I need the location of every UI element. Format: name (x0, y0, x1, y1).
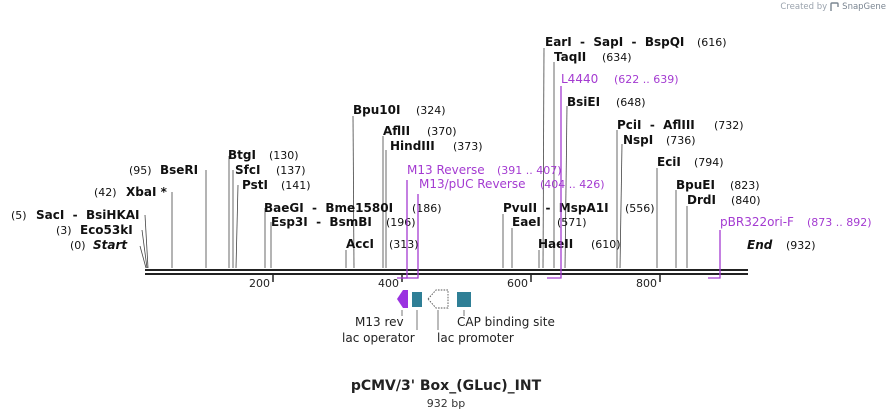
features: M13 rev lac operator lac promoter CAP bi… (342, 289, 555, 345)
site-name: End (747, 238, 773, 252)
site-pos: (95) (129, 164, 152, 177)
scale-ticks: 200 400 600 800 (249, 275, 661, 290)
site-name: Bpu10I (353, 103, 400, 117)
feature-label: lac operator (342, 331, 415, 345)
site-pos: (373) (453, 140, 483, 153)
leader-saci (144, 214, 149, 269)
site-pos: (732) (714, 119, 744, 132)
site-pos: (141) (281, 179, 311, 192)
tick-label: 600 (507, 277, 528, 290)
leader-bpu10i (352, 115, 355, 269)
tick-label: 200 (249, 277, 270, 290)
site-pos: (370) (427, 125, 457, 138)
feature-label: lac promoter (437, 331, 514, 345)
site-pos: (823) (730, 179, 760, 192)
box-icon (457, 292, 471, 307)
site-name: EarI - SapI - BspQI (545, 35, 684, 49)
site-pos: (0) (70, 239, 86, 252)
tick-label: 400 (378, 277, 399, 290)
leader-eari (542, 47, 545, 269)
primer-name: pBR322ori-F (720, 215, 794, 229)
snapgene-logo-icon (830, 2, 839, 11)
site-name: AccI (346, 237, 374, 251)
leader-start (139, 245, 147, 269)
primer-m13-reverse-mark (397, 180, 408, 279)
feature-label: CAP binding site (457, 315, 555, 329)
feature-label: M13 rev (355, 315, 404, 329)
primer-range: (622 .. 639) (614, 73, 679, 86)
site-pos: (610) (591, 238, 621, 251)
site-name: SfcI (235, 163, 260, 177)
site-pos: (794) (694, 156, 724, 169)
left-arrow-outline-icon (427, 289, 449, 309)
tick-label: 800 (636, 277, 657, 290)
site-name: TaqII (554, 50, 586, 64)
site-name: PciI - AflIII (617, 118, 695, 132)
site-name: AflII (383, 124, 410, 138)
plasmid-name: pCMV/3' Box_(GLuc)_INT (350, 378, 542, 394)
site-pos: (186) (412, 202, 442, 215)
site-pos: (634) (602, 51, 632, 64)
site-pos: (130) (269, 149, 299, 162)
primer-name: M13 Reverse (407, 163, 485, 177)
snapgene-credit: Created by SnapGene (780, 2, 886, 12)
site-pos: (137) (276, 164, 306, 177)
site-pos: (556) (625, 202, 655, 215)
leader-psti (235, 184, 239, 269)
site-pos: (648) (616, 96, 646, 109)
primer-marks (397, 86, 721, 279)
credit-brand: SnapGene (842, 2, 886, 12)
site-name: Esp3I - BsmBI (271, 215, 372, 229)
site-name: XbaI * (126, 185, 168, 199)
site-name: Eco53kI (80, 223, 133, 237)
site-name: BsiEI (567, 95, 600, 109)
primer-name: M13/pUC Reverse (419, 177, 526, 191)
site-pos: (5) (11, 209, 27, 222)
site-pos: (324) (416, 104, 446, 117)
site-pos: (571) (557, 216, 587, 229)
primer-range: (873 .. 892) (807, 216, 872, 229)
site-name: EaeI (512, 215, 541, 229)
site-leader-lines (139, 47, 688, 269)
site-name: PvuII - MspA1I (503, 201, 609, 215)
site-pos: (616) (697, 36, 727, 49)
site-name: SacI - BsiHKAI (36, 208, 140, 222)
leader-eco53ki (141, 229, 148, 269)
site-pos: (196) (386, 216, 416, 229)
primer-range: (391 .. 407) (497, 164, 562, 177)
primer-labels: M13 Reverse (391 .. 407) M13/pUC Reverse… (407, 72, 872, 229)
primer-m13-puc-reverse-mark (402, 194, 419, 279)
site-pos: (932) (786, 239, 816, 252)
site-pos: (42) (94, 186, 117, 199)
site-pos: (313) (389, 238, 419, 251)
site-name: Start (93, 238, 128, 252)
site-name: NspI (623, 133, 653, 147)
site-name: BtgI (228, 148, 256, 162)
site-pos: (736) (666, 134, 696, 147)
primer-range: (404 .. 426) (540, 178, 605, 191)
primer-l4440-mark (547, 86, 562, 279)
site-name: HindIII (390, 139, 435, 153)
leader-nspi (619, 143, 623, 269)
site-name: DrdI (687, 193, 716, 207)
site-name: EciI (657, 155, 681, 169)
leader-bsiei (564, 105, 568, 269)
primer-name: L4440 (561, 72, 598, 86)
site-labels: (0) Start (3) Eco53kI (5) SacI - BsiHKAI… (11, 35, 816, 252)
left-arrow-icon (397, 290, 408, 308)
credit-prefix: Created by (780, 2, 828, 12)
site-name: HaeII (538, 237, 573, 251)
site-pos: (840) (731, 194, 761, 207)
plasmid-size: 932 bp (426, 397, 466, 410)
site-name: BseRI (160, 163, 198, 177)
site-name: PstI (242, 178, 268, 192)
site-pos: (3) (56, 224, 72, 237)
site-name: BaeGI - Bme1580I (264, 201, 393, 215)
box-icon (412, 292, 422, 307)
primer-pbr322ori-f-mark (708, 230, 721, 279)
site-name: BpuEI (676, 178, 715, 192)
